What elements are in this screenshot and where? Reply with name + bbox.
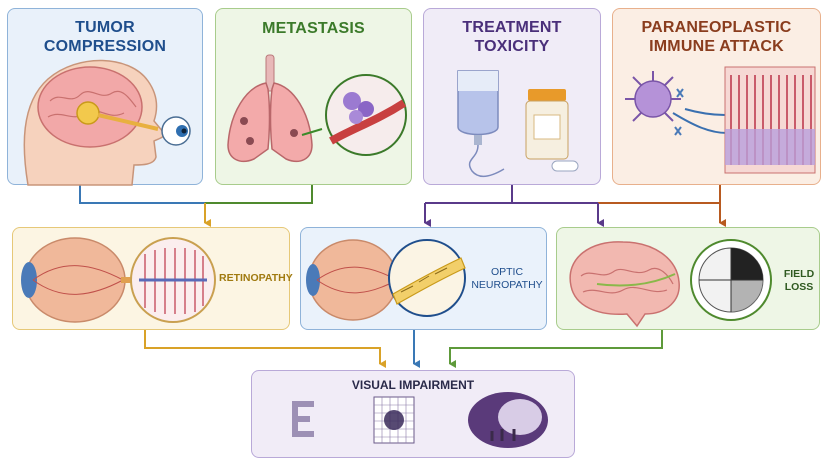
connector-mechanisms-to-outcome [144, 330, 663, 368]
head-with-eye-illustration [23, 59, 191, 186]
mechanism-label: OPTIC NEUROPATHY [471, 266, 543, 291]
tunnel-vision-icon [468, 392, 548, 448]
mechanism-label: FIELD LOSS [783, 268, 815, 293]
blurred-letter-icon [292, 401, 314, 437]
brain-and-visual-field-illustration [569, 239, 772, 328]
amsler-grid-scotoma-icon [373, 396, 415, 444]
cause-title: TUMOR COMPRESSION [43, 19, 167, 55]
cause-treatment-toxicity: TREATMENT TOXICITY [423, 8, 601, 185]
cause-metastasis: METASTASIS [215, 8, 412, 185]
mechanism-retinopathy: RETINOPATHY [12, 227, 293, 330]
eye-and-optic-nerve-illustration [306, 239, 466, 321]
impaired-vision-symptoms-illustration [292, 392, 548, 448]
iv-bag-and-pill-bottle-illustration [457, 70, 579, 178]
cause-tumor-compression: TUMOR COMPRESSION [7, 8, 203, 186]
mechanism-field-loss: FIELD LOSS [556, 227, 820, 330]
mechanism-label: RETINOPATHY [219, 272, 293, 284]
cause-paraneoplastic-immune-attack: PARANEOPLASTIC IMMUNE ATTACK [612, 8, 821, 185]
mechanism-optic-neuropathy: OPTIC NEUROPATHY [300, 227, 547, 330]
outcome-visual-impairment: VISUAL IMPAIRMENT [251, 370, 575, 458]
cause-title: METASTASIS [262, 20, 365, 37]
outcome-label: VISUAL IMPAIRMENT [351, 378, 475, 392]
immune-cell-attacking-retina-illustration [625, 66, 816, 174]
eye-and-retina-illustration [21, 237, 216, 323]
lungs-with-tumor-illustration [227, 54, 407, 163]
cause-title: PARANEOPLASTIC IMMUNE ATTACK [641, 19, 792, 55]
connector-causes-to-neuropathy-and-field [424, 184, 726, 227]
connector-causes-to-retinopathy [79, 184, 313, 227]
cause-title: TREATMENT TOXICITY [462, 19, 562, 55]
